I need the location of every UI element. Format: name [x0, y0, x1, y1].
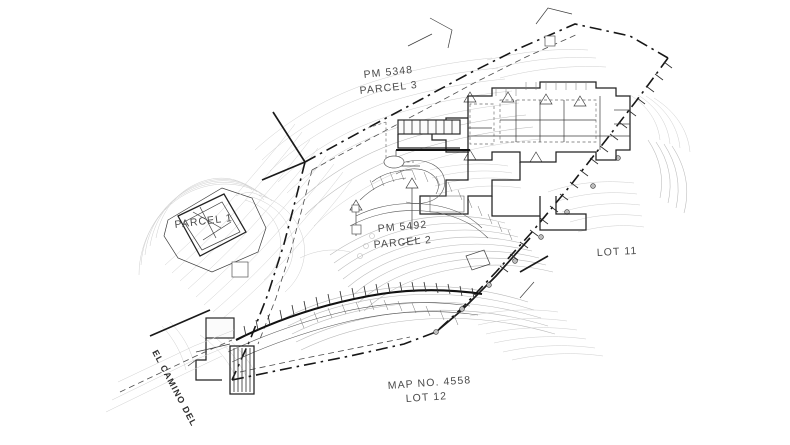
label-map-no-4558: MAP NO. 4558 — [387, 374, 471, 392]
label-pm-5492: PM 5492 — [377, 219, 428, 235]
main-residence-footprint — [419, 81, 631, 231]
label-parcel-3: PARCEL 3 — [359, 79, 418, 97]
slope-hatching — [299, 61, 673, 329]
motor-court — [349, 155, 489, 239]
map-labels: PM 5348 PARCEL 3 PM 5492 PARCEL 2 PARCEL… — [150, 64, 638, 428]
driveway — [105, 281, 483, 413]
label-parcel-2: PARCEL 2 — [373, 234, 432, 251]
tennis-court — [163, 187, 267, 278]
label-parcel-1: PARCEL 1 — [174, 212, 233, 231]
label-street-el-camino-del: EL CAMINO DEL — [150, 348, 199, 428]
label-lot-12: LOT 12 — [405, 390, 447, 405]
label-pm-5348: PM 5348 — [363, 64, 414, 81]
property-line — [231, 7, 669, 381]
site-markers — [299, 35, 556, 271]
guest-structure — [367, 119, 470, 167]
label-lot-11: LOT 11 — [597, 245, 638, 259]
